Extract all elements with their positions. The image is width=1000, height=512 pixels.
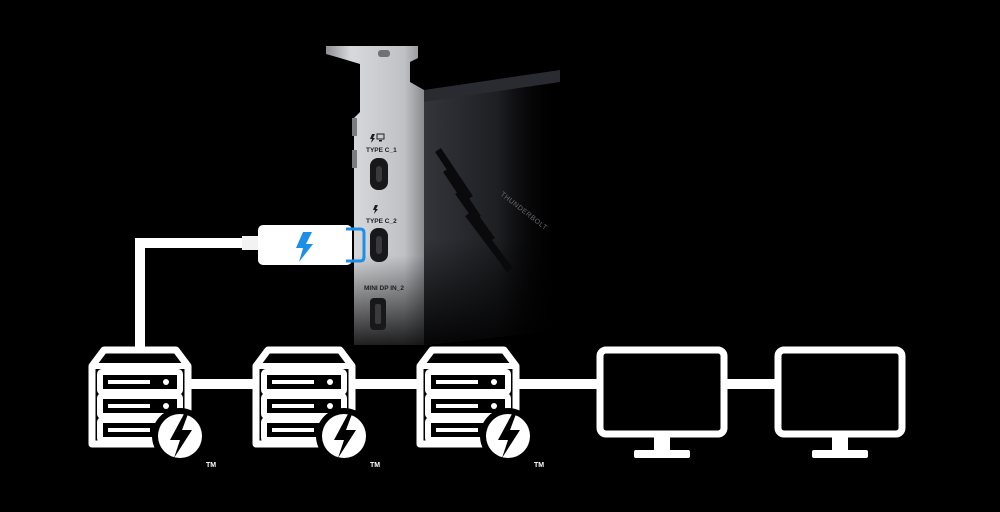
thunderbolt-display-icon [370,133,385,143]
trademark-text: TM [370,462,380,469]
port-label-type-c-2: TYPE C_2 [366,218,397,225]
drive-bay [261,369,347,395]
storage-device-3: TM [416,346,544,469]
thunderbolt-icon [373,205,378,214]
thunderbolt-logo-icon [480,408,536,464]
drive-bay [425,393,511,419]
storage-device-2: TM [252,346,380,469]
cable-strain-relief [242,236,260,250]
card-vent-slots [435,148,513,273]
port-mini-dp: MINI DP IN_2 [364,285,404,330]
drive-bay [97,369,183,395]
drive-bay [261,393,347,419]
thunderbolt-logo-icon [152,408,208,464]
monitor-1 [596,346,728,458]
pcie-bracket: TYPE C_1 TYPE C_2 MINI DP IN_2 [326,46,424,345]
port-label-mini-dp: MINI DP IN_2 [364,285,404,292]
connector-blue-tip [346,227,366,263]
thunderbolt-icon [296,232,313,262]
monitor-icon [596,346,728,438]
monitors [596,346,906,458]
monitor-base [812,450,868,458]
thunderbolt-logo-icon [316,408,372,464]
drive-bay [425,369,511,395]
storage-device-1: TM [88,346,216,469]
port-label-type-c-1: TYPE C_1 [366,147,397,154]
trademark-text: TM [534,462,544,469]
trademark-text: TM [206,462,216,469]
port-type-c-2: TYPE C_2 [366,205,397,262]
monitor-neck [832,434,848,450]
storage-devices: TM TM TM [88,346,544,469]
pcie-card: THUNDERBOLT [424,70,560,345]
monitor-base [634,450,690,458]
cable-line [135,238,256,350]
port-type-c-1: TYPE C_1 [366,133,397,190]
drive-bay [97,393,183,419]
thunderbolt-cable [135,225,366,350]
monitor-icon [774,346,906,438]
monitor-2 [774,346,906,458]
monitor-neck [654,434,670,450]
